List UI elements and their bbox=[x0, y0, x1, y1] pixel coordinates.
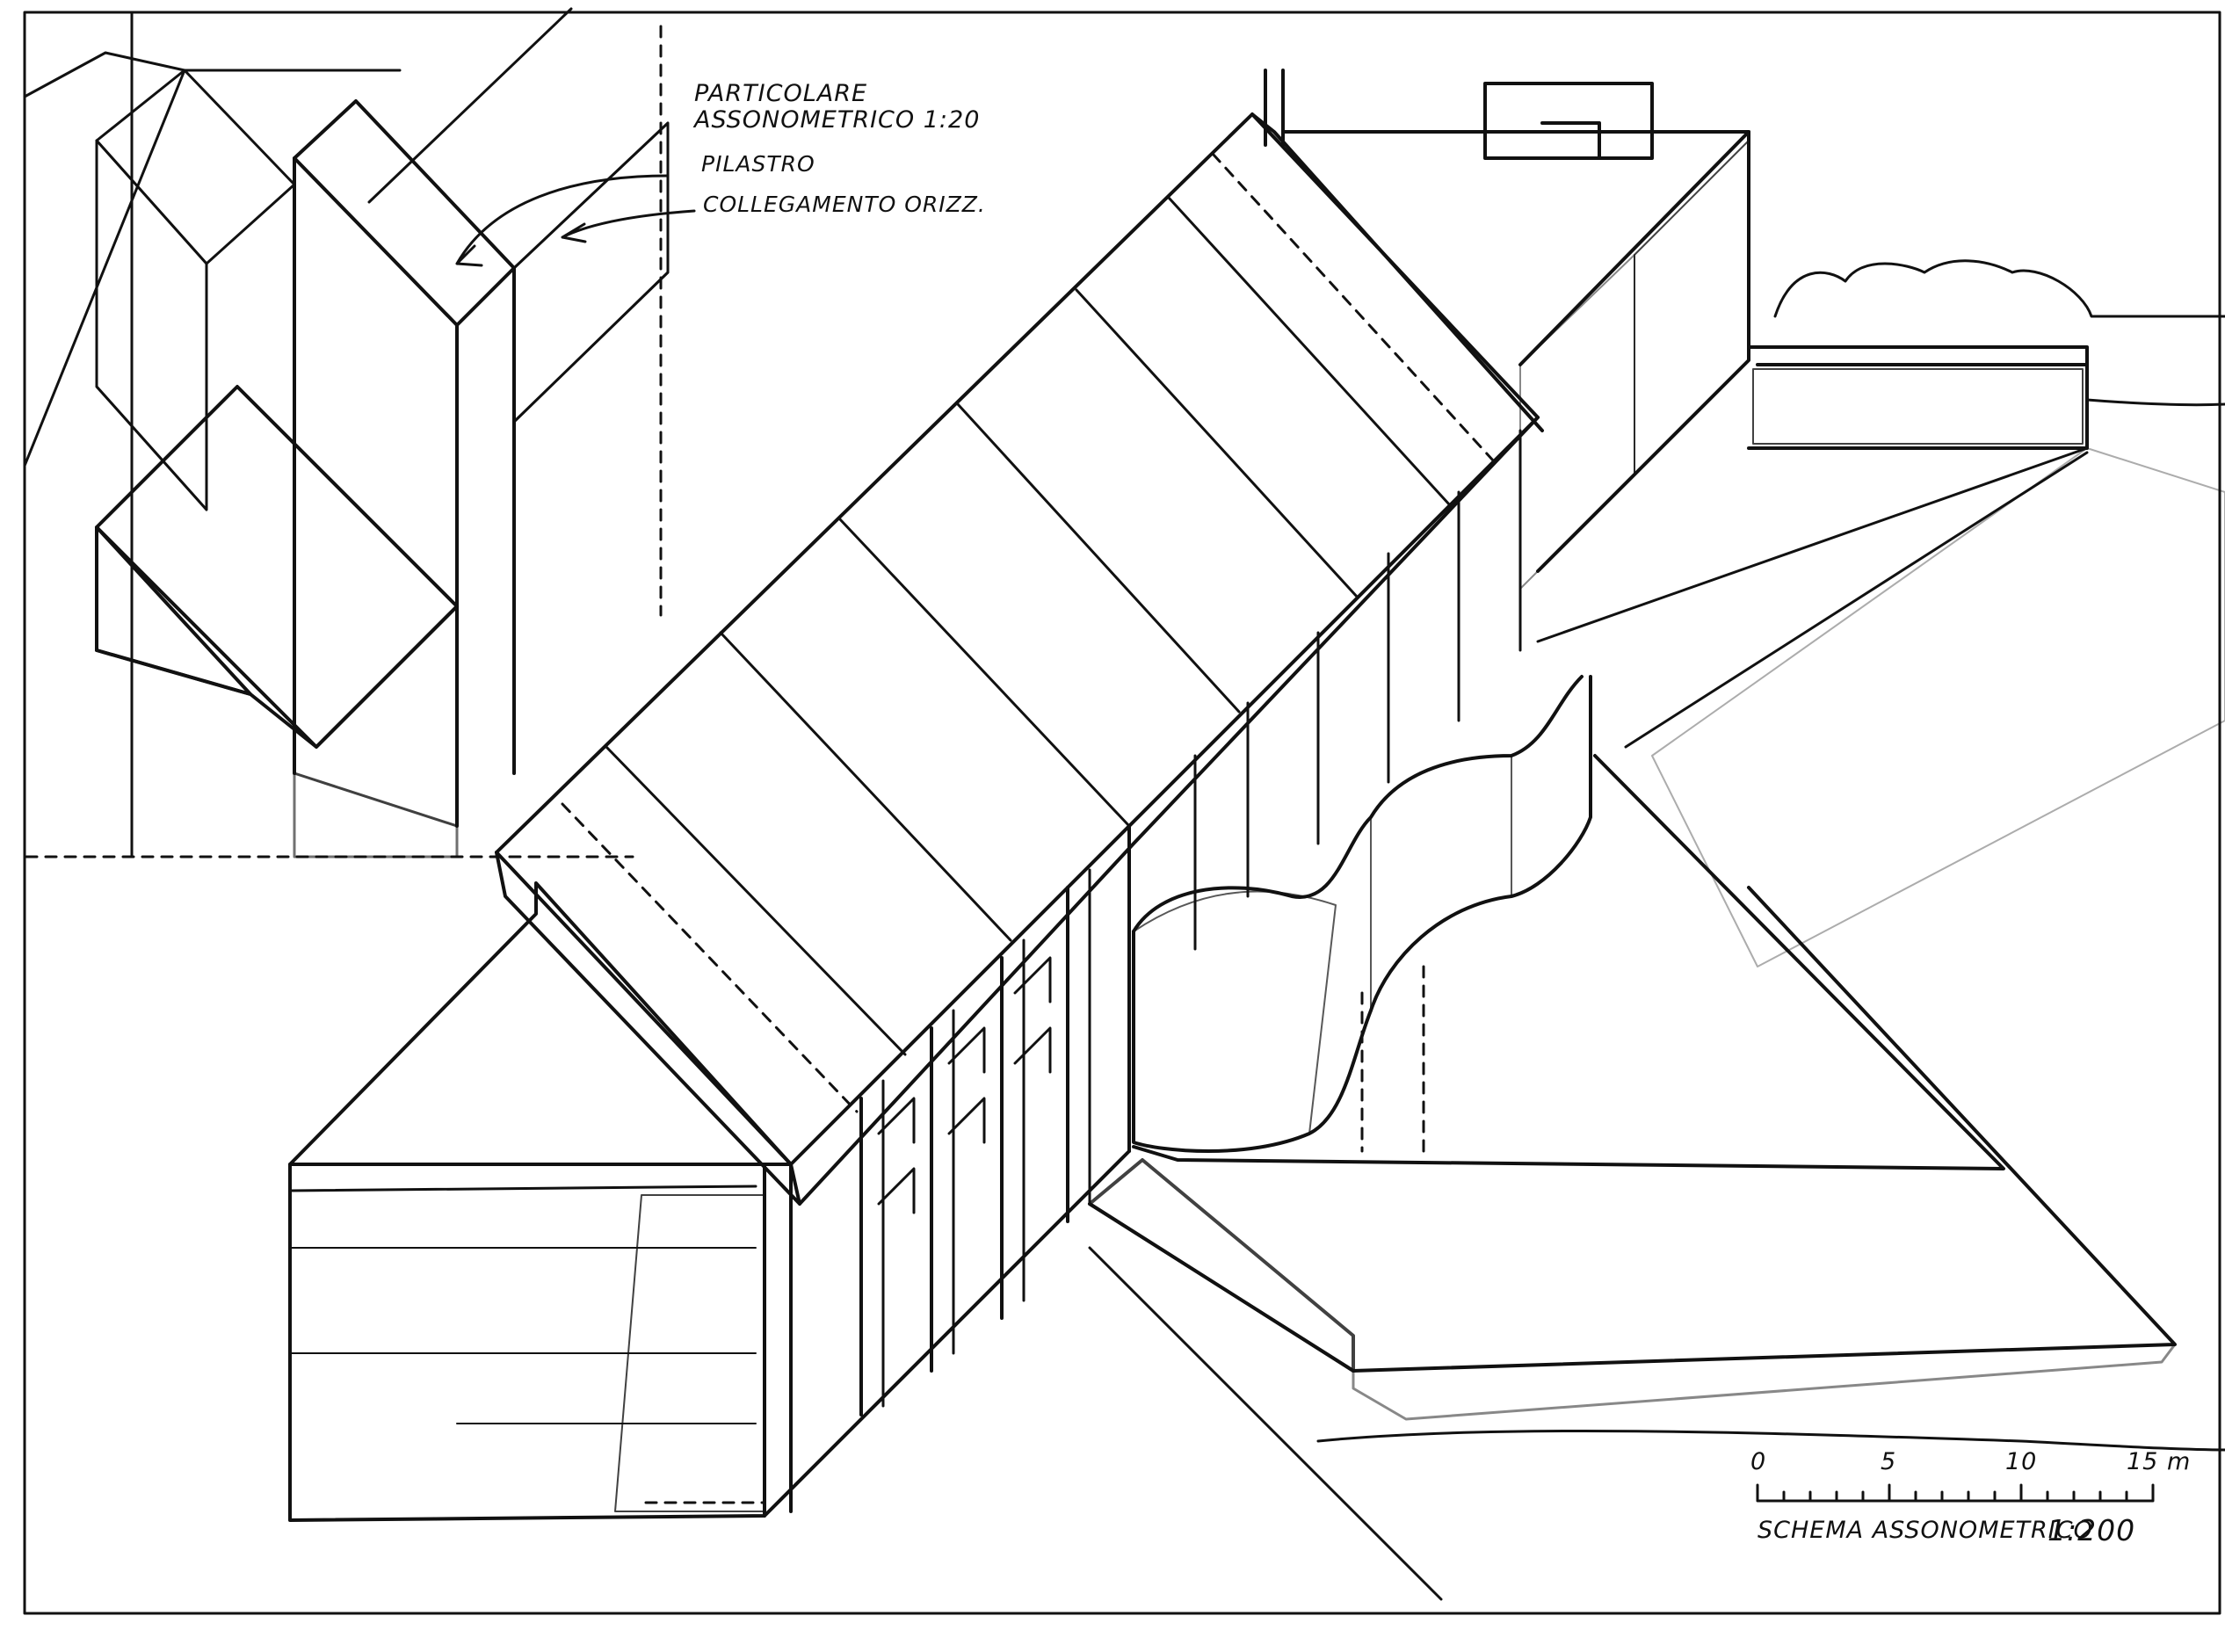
scale-tick-label: 15 m bbox=[2127, 1448, 2192, 1475]
scale-ratio: 1:200 bbox=[2047, 1513, 2136, 1547]
curved-volume bbox=[1132, 675, 1592, 1153]
detail-title: PARTICOLARE ASSONOMETRICO 1:20 bbox=[694, 81, 980, 134]
detail-title-line1: PARTICOLARE bbox=[694, 80, 868, 107]
label-collegamento: COLLEGAMENTO ORIZZ. bbox=[703, 192, 986, 217]
detail-title-line2: ASSONOMETRICO 1:20 bbox=[694, 106, 981, 134]
scale-bar bbox=[1756, 1483, 2155, 1503]
detail-axonometric bbox=[23, 7, 696, 859]
scale-caption: SCHEMA ASSONOMETRICO bbox=[1758, 1517, 2093, 1544]
sheet-frame bbox=[23, 11, 2221, 1615]
label-pilastro: PILASTRO bbox=[701, 151, 815, 177]
main-building bbox=[495, 112, 1544, 1518]
left-wing bbox=[288, 881, 793, 1522]
scale-tick-label: 0 bbox=[1750, 1448, 1767, 1475]
courtyard bbox=[1088, 754, 2225, 1601]
scale-tick-label: 10 bbox=[2005, 1448, 2038, 1475]
right-tower bbox=[1264, 69, 2225, 967]
main-roof-slope bbox=[495, 112, 1540, 1166]
roof-ridge bbox=[495, 112, 1544, 1206]
scale-tick-label: 5 bbox=[1881, 1448, 1897, 1475]
